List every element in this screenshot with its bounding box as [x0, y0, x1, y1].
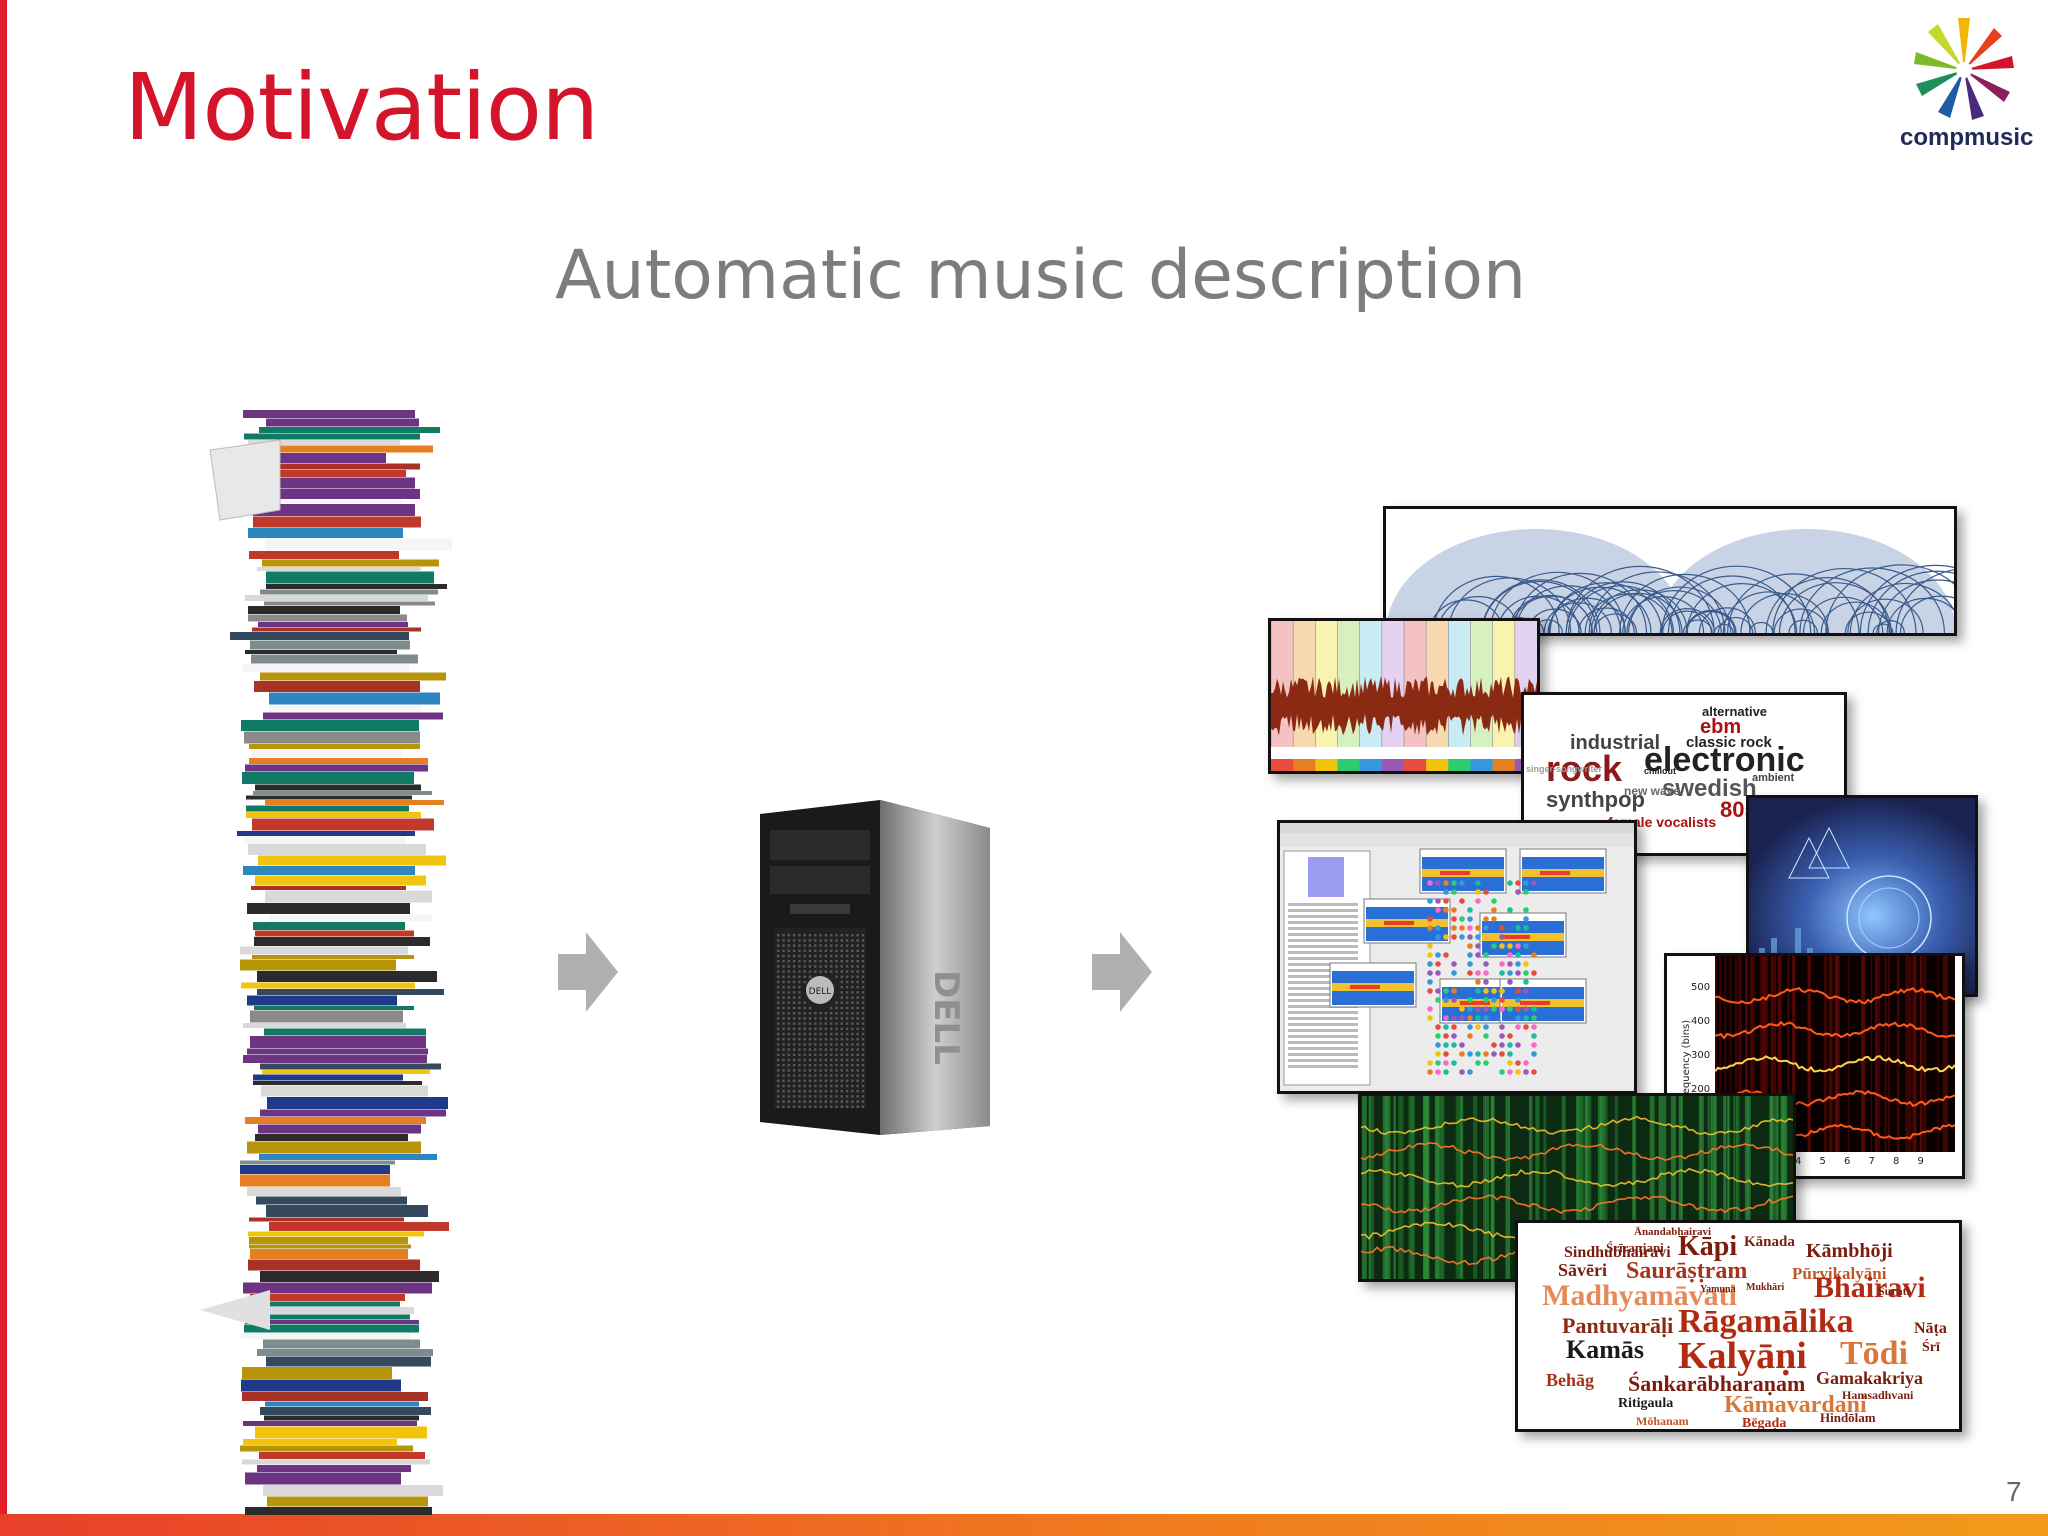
- raga-word: Ritigaula: [1618, 1396, 1674, 1411]
- dell-logo: DELL: [809, 987, 832, 997]
- raga-word: Bēgaḍa: [1742, 1416, 1787, 1431]
- y-tick-label: 200: [1691, 1084, 1711, 1095]
- waveform-segments-panel: [1268, 618, 1540, 774]
- raga-word: Sāvēri: [1558, 1260, 1607, 1280]
- raga-word: Kamās: [1566, 1335, 1644, 1364]
- logo-text: compmusic: [1900, 124, 2034, 151]
- raga-word: Hindōlam: [1820, 1410, 1876, 1425]
- raga-word: Behāg: [1546, 1370, 1595, 1390]
- raga-word: Saurāṣṭram: [1626, 1258, 1748, 1284]
- raga-word: Kalyāṇi: [1678, 1335, 1807, 1377]
- raga-word: Tōdi: [1840, 1335, 1909, 1372]
- raga-word: Bhairavi: [1814, 1271, 1926, 1304]
- raga-word: Yamuna: [1700, 1284, 1736, 1295]
- raga-word: Ānandabhairavi: [1634, 1226, 1712, 1238]
- genre-tag: ambient: [1752, 772, 1795, 784]
- raga-word: Mōhanam: [1636, 1414, 1689, 1428]
- arc-diagram: [1386, 509, 1954, 633]
- raga-word: Pantuvarāḷi: [1562, 1313, 1674, 1338]
- cd-stack-image: [200, 410, 452, 1515]
- raga-word: Madhyamāvati: [1542, 1279, 1737, 1312]
- genre-tag: synthpop: [1546, 787, 1645, 812]
- y-tick-label: 400: [1691, 1016, 1711, 1027]
- left-accent-bar: [0, 0, 7, 1536]
- genre-tag: classic rock: [1686, 734, 1772, 751]
- genre-tag: industrial: [1570, 732, 1661, 754]
- raga-word: Śrīranjani: [1606, 1240, 1664, 1255]
- x-tick-label: 4: [1795, 1156, 1802, 1167]
- slide-subtitle: Automatic music description: [555, 236, 1527, 315]
- genre-tag: rock: [1546, 748, 1623, 789]
- raga-word: Mukhāri: [1746, 1282, 1785, 1293]
- genre-tag: electronic: [1644, 741, 1805, 779]
- genre-tag: chillout: [1644, 766, 1676, 776]
- right-arrow-icon: [1092, 932, 1152, 1012]
- raga-word: Śankarābharaṇam: [1628, 1371, 1806, 1396]
- x-tick-label: 9: [1917, 1156, 1924, 1167]
- right-arrow-icon: [558, 932, 618, 1012]
- raga-word: Nāṭa: [1914, 1320, 1947, 1337]
- raga-word: Sindhubhairavi: [1564, 1244, 1671, 1261]
- genre-tag: swedish: [1662, 775, 1757, 802]
- raga-word: Kāpi: [1678, 1231, 1738, 1262]
- x-tick-label: 7: [1868, 1156, 1875, 1167]
- raga-word: Gamakakriya: [1816, 1368, 1924, 1388]
- raga-word: Pūrvikalyāṇi: [1792, 1264, 1887, 1283]
- raga-word: Kāmbhōji: [1806, 1240, 1893, 1262]
- arc-diagram-panel: [1383, 506, 1957, 636]
- x-tick-label: 5: [1819, 1156, 1826, 1167]
- raga-word: Kāmavardani: [1724, 1392, 1867, 1418]
- software-screenshot: [1280, 823, 1634, 1086]
- bottom-accent-bar: [0, 1514, 2048, 1536]
- genre-tag: ebm: [1700, 716, 1742, 738]
- x-tick-label: 8: [1893, 1156, 1900, 1167]
- genre-tag: alternative: [1702, 704, 1768, 719]
- software-screenshot-panel: [1277, 820, 1637, 1094]
- x-tick-label: 6: [1844, 1156, 1851, 1167]
- raga-word: Surati: [1878, 1284, 1911, 1298]
- genre-tag: singer-songwriter: [1526, 764, 1603, 774]
- compmusic-logo-icon: [1914, 18, 2014, 120]
- page-number: 7: [2006, 1476, 2022, 1507]
- y-tick-label: 500: [1691, 982, 1711, 993]
- green-spectrogram: [1361, 1096, 1793, 1279]
- waveform-segments: [1271, 621, 1537, 771]
- desktop-tower-icon: DELL DELL: [760, 800, 990, 1135]
- y-tick-label: 300: [1691, 1050, 1711, 1061]
- genre-tag: new wave: [1624, 784, 1681, 798]
- raga-word: Kānada: [1744, 1234, 1795, 1250]
- raga-word: Rāgamālika: [1678, 1303, 1854, 1340]
- slide-title: Motivation: [124, 54, 599, 161]
- raga-word: Hamsadhvani: [1842, 1388, 1914, 1402]
- dell-side-logo: DELL: [926, 970, 966, 1065]
- raga-word: Śrī: [1922, 1340, 1940, 1355]
